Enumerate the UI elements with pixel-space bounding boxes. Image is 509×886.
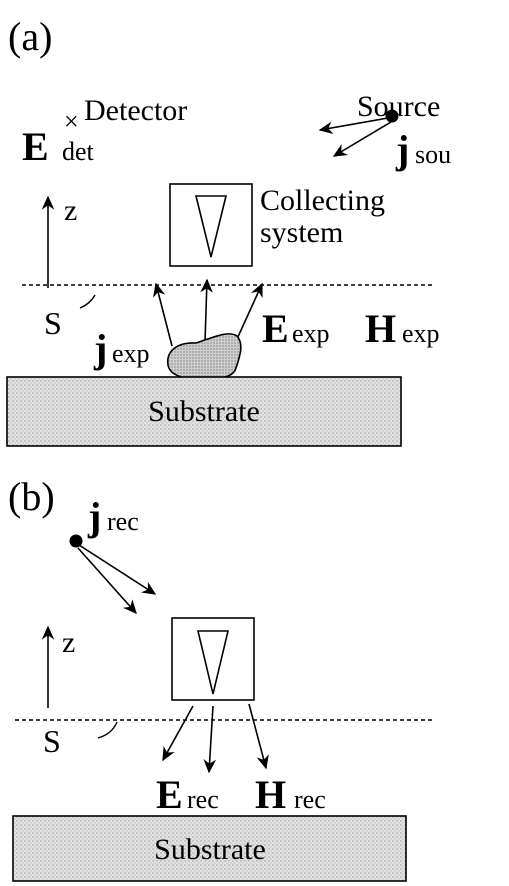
exp-current-symbol: j	[93, 326, 107, 371]
det-field-superscript: ×	[64, 107, 79, 136]
source-arrow-1	[318, 117, 389, 135]
substrate-b	[12, 815, 407, 882]
surface-s-label: S	[44, 305, 62, 341]
collecting-system	[169, 183, 253, 267]
scatter-arrow-left	[153, 282, 173, 347]
collecting-system-b	[171, 617, 255, 701]
source-current-subscript: sou	[415, 140, 451, 169]
particle	[167, 333, 242, 380]
rec-e-symbol: E	[156, 772, 183, 817]
surface-s-pointer-b	[97, 721, 118, 739]
rec-field-arrow-center	[203, 705, 217, 774]
z-axis-label-b: z	[62, 626, 75, 659]
source-arrow-2	[332, 121, 392, 157]
rec-arrow-2	[77, 547, 137, 615]
substrate-b-label: Substrate	[154, 833, 266, 866]
exp-h-label: H exp	[365, 306, 440, 351]
rec-h-subscript: rec	[294, 785, 326, 814]
source-current-label: j sou	[395, 127, 451, 172]
rec-current-label: j rec	[87, 494, 139, 539]
panel-b-label: (b)	[8, 474, 55, 519]
source-label: Source	[357, 90, 440, 123]
collecting-system-box-b	[171, 617, 255, 701]
rec-e-subscript: rec	[187, 785, 219, 814]
rec-h-label: H rec	[255, 772, 326, 817]
rec-source-dot	[69, 534, 83, 548]
rec-current-symbol: j	[87, 494, 101, 539]
exp-current-subscript: exp	[112, 339, 150, 368]
exp-e-subscript: exp	[292, 319, 330, 348]
substrate-a-label: Substrate	[148, 395, 260, 428]
scatter-arrow-center	[200, 278, 213, 343]
detector-label: Detector	[84, 94, 187, 127]
objective-cone-icon	[194, 195, 228, 258]
collecting-label-line2: system	[260, 216, 343, 249]
exp-h-symbol: H	[365, 306, 396, 351]
rec-current-subscript: rec	[107, 507, 139, 536]
exp-e-symbol: E	[262, 306, 289, 351]
panel-b: (b) j rec z S E rec	[8, 474, 432, 882]
substrate-a	[6, 376, 402, 447]
det-field-subscript: det	[62, 137, 95, 166]
source-current-symbol: j	[395, 127, 409, 172]
rec-e-label: E rec	[156, 772, 219, 817]
surface-s-pointer	[79, 294, 96, 309]
panel-a-label: (a)	[8, 14, 52, 59]
surface-s-label-b: S	[43, 723, 61, 759]
collecting-label-line1: Collecting	[260, 184, 385, 217]
detector-field-label: E × det	[22, 107, 95, 169]
panel-a: (a) Detector E × det Source j sou z Coll…	[6, 14, 451, 447]
det-field-symbol: E	[22, 124, 49, 169]
exp-current-label: j exp	[93, 326, 150, 371]
source-emitter	[318, 109, 399, 157]
source-dot	[385, 109, 399, 123]
rec-emitter	[69, 534, 157, 615]
rec-field-arrows	[162, 703, 269, 774]
exp-e-label: E exp	[262, 306, 330, 351]
objective-cone-icon-b	[196, 630, 230, 695]
z-axis-label: z	[64, 194, 77, 227]
rec-field-arrow-left	[162, 705, 194, 762]
rec-h-symbol: H	[255, 772, 286, 817]
exp-h-subscript: exp	[402, 319, 440, 348]
rec-field-arrow-right	[248, 703, 269, 770]
collecting-system-box	[169, 183, 253, 267]
rec-arrow-1	[78, 544, 157, 595]
